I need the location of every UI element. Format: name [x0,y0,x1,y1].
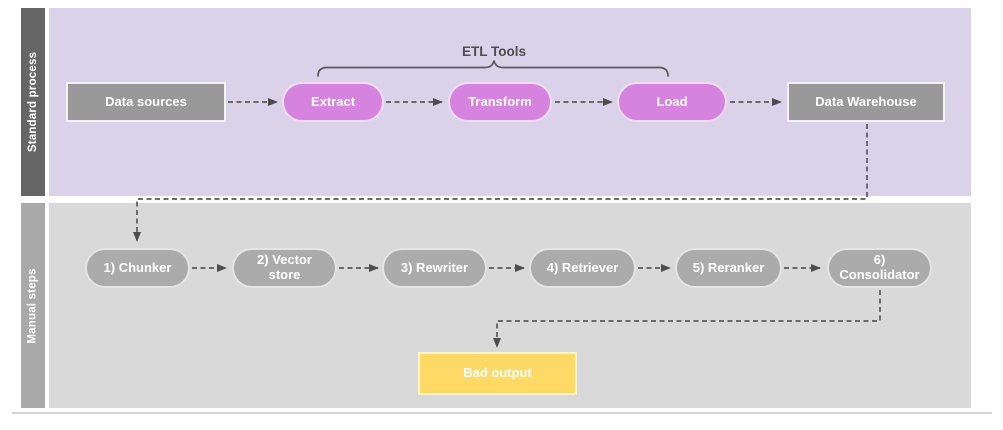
node-data-warehouse: Data Warehouse [787,82,945,122]
node-step-consolidator: 6) Consolidator [827,248,932,288]
node-step-rewriter: 3) Rewriter [382,248,487,288]
node-load: Load [617,82,727,122]
node-transform: Transform [448,82,552,122]
etl-tools-group-label: ETL Tools [462,44,526,59]
lane-label-manual-steps: Manual steps [21,203,45,408]
lane-label-manual-steps-text: Manual steps [27,267,40,344]
bottom-divider-line [12,412,992,414]
lane-label-standard-process-text: Standard process [27,51,39,153]
node-step-vector-store: 2) Vector store [232,248,337,288]
node-extract: Extract [282,82,384,122]
node-step-retriever: 4) Retriever [529,248,636,288]
node-step-reranker: 5) Reranker [675,248,782,288]
node-step-chunker: 1) Chunker [85,248,190,288]
node-data-sources: Data sources [66,82,226,122]
node-bad-output: Bad output [418,352,577,395]
lane-label-standard-process: Standard process [21,8,45,196]
